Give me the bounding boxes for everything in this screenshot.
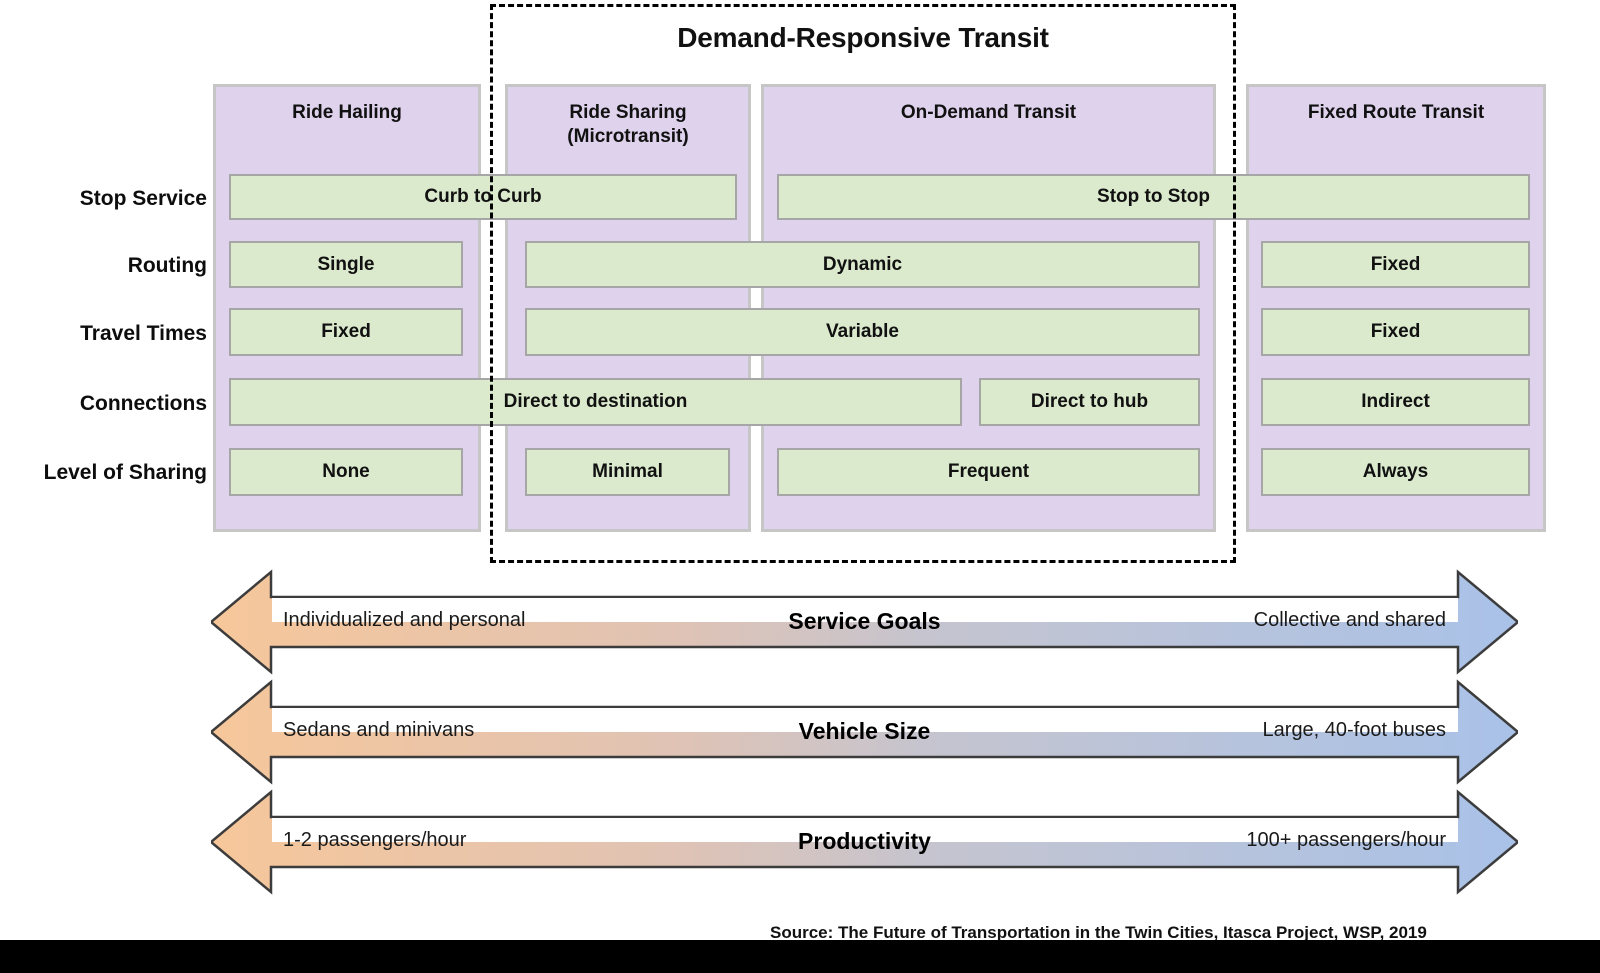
spectrum-center-label-vehicle-size: Vehicle Size <box>798 718 931 744</box>
column-title-ride-sharing-line2: (Microtransit) <box>567 125 689 147</box>
spectrum-right-label-vehicle-size: Large, 40-foot buses <box>1262 719 1446 741</box>
spectrum-center-label-service-goals: Service Goals <box>788 608 941 634</box>
spectrum-arrow-shape-productivity <box>211 789 1518 895</box>
cell-travel-times-fixed-right[interactable]: Fixed <box>1261 308 1530 356</box>
spectrum-right-label-service-goals: Collective and shared <box>1253 609 1446 631</box>
cell-routing-dynamic[interactable]: Dynamic <box>525 241 1200 288</box>
cell-connections-direct-to-hub[interactable]: Direct to hub <box>979 378 1200 426</box>
cell-level-of-sharing-always[interactable]: Always <box>1261 448 1530 496</box>
cell-level-of-sharing-none[interactable]: None <box>229 448 463 496</box>
spectrum-left-label-productivity: 1-2 passengers/hour <box>283 829 467 851</box>
spectrum-vehicle-size[interactable]: Sedans and minivans Vehicle Size Large, … <box>211 676 1518 788</box>
cell-stop-service-stop-to-stop[interactable]: Stop to Stop <box>777 174 1530 220</box>
cell-connections-indirect[interactable]: Indirect <box>1261 378 1530 426</box>
column-title-fixed-route-transit: Fixed Route Transit <box>1307 102 1485 123</box>
spectrum-center-label-productivity: Productivity <box>798 828 931 854</box>
cell-connections-direct-to-destination[interactable]: Direct to destination <box>229 378 962 426</box>
spectrum-productivity[interactable]: 1-2 passengers/hour Productivity 100+ pa… <box>211 786 1518 898</box>
spectrum-service-goals[interactable]: Individualized and personal Service Goal… <box>211 566 1518 678</box>
column-title-ride-hailing: Ride Hailing <box>292 102 402 123</box>
cell-stop-service-curb-to-curb[interactable]: Curb to Curb <box>229 174 737 220</box>
cell-routing-fixed[interactable]: Fixed <box>1261 241 1530 288</box>
bottom-black-bar <box>0 940 1600 973</box>
cell-travel-times-fixed[interactable]: Fixed <box>229 308 463 356</box>
column-title-ride-sharing: Ride Sharing (Microtransit) <box>508 101 748 149</box>
row-label-routing: Routing <box>127 254 207 277</box>
cell-level-of-sharing-frequent[interactable]: Frequent <box>777 448 1200 496</box>
cell-travel-times-variable[interactable]: Variable <box>525 308 1200 356</box>
spectrum-left-label-vehicle-size: Sedans and minivans <box>283 719 475 741</box>
row-label-travel-times: Travel Times <box>80 322 207 345</box>
row-label-level-of-sharing: Level of Sharing <box>43 461 207 484</box>
cell-routing-single[interactable]: Single <box>229 241 463 288</box>
spectrum-left-label-service-goals: Individualized and personal <box>283 609 526 631</box>
row-label-connections: Connections <box>79 392 207 415</box>
spectrum-arrow-shape-service-goals <box>211 569 1518 675</box>
cell-level-of-sharing-minimal[interactable]: Minimal <box>525 448 730 496</box>
spectrum-right-label-productivity: 100+ passengers/hour <box>1246 829 1446 851</box>
column-title-on-demand-transit: On-Demand Transit <box>900 102 1077 123</box>
spectrum-arrow-shape-vehicle-size <box>211 679 1518 785</box>
column-title-ride-sharing-line1: Ride Sharing <box>569 102 687 123</box>
demand-responsive-transit-title: Demand-Responsive Transit <box>677 22 1049 53</box>
row-label-stop-service: Stop Service <box>79 187 207 210</box>
source-caption: Source: The Future of Transportation in … <box>770 923 1427 942</box>
